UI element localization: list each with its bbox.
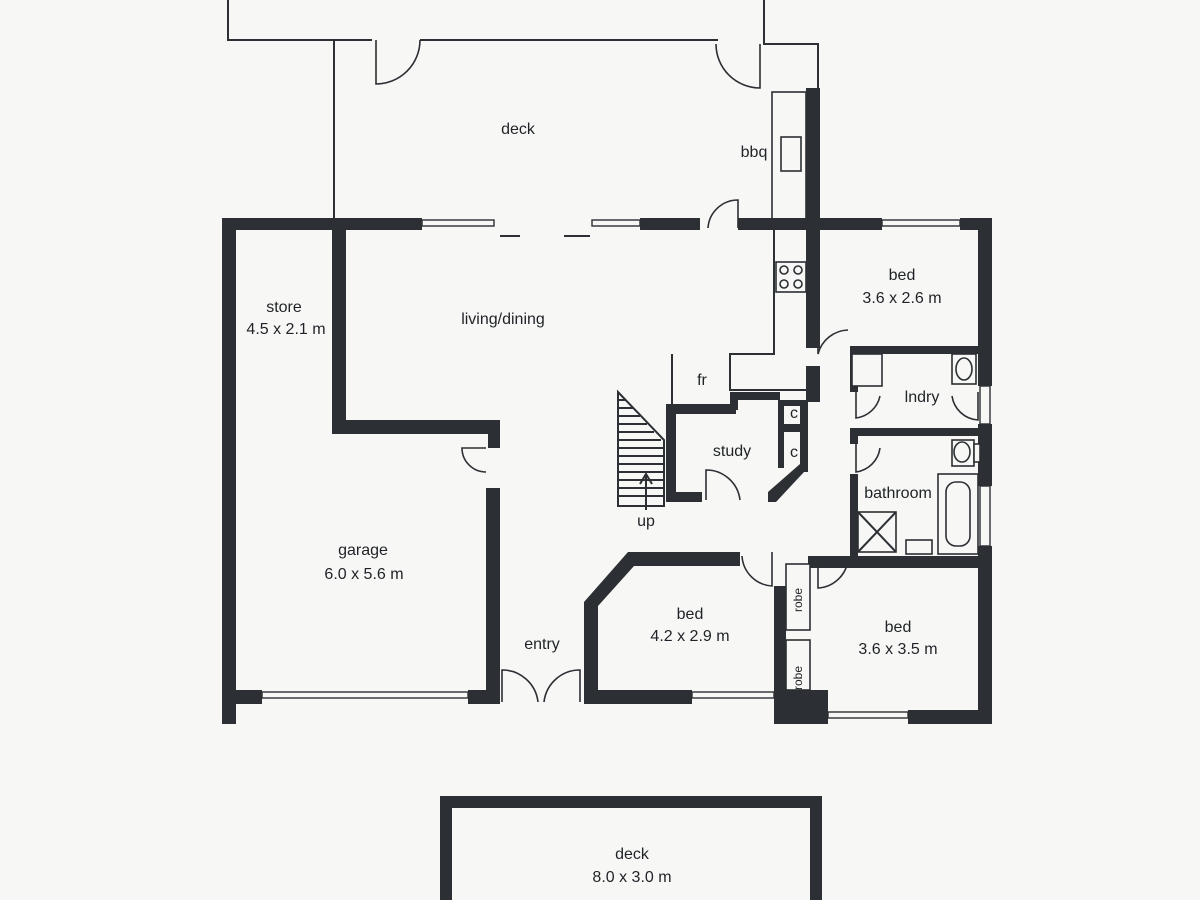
- label-deck-top: deck: [501, 121, 536, 138]
- label-garage: garage: [338, 542, 388, 559]
- label-store: store: [266, 299, 302, 316]
- label-bathroom: bathroom: [864, 485, 932, 502]
- label-store-size: 4.5 x 2.1 m: [246, 321, 325, 338]
- laundry-fixtures: [851, 353, 977, 387]
- label-bbq: bbq: [741, 144, 768, 161]
- label-bed-2: bed: [677, 606, 704, 623]
- label-bed-3-size: 3.6 x 3.5 m: [858, 641, 937, 658]
- label-cupboard-1: c: [790, 405, 798, 422]
- label-bed-1: bed: [889, 267, 916, 284]
- label-entry: entry: [524, 636, 560, 653]
- label-living-dining: living/dining: [461, 311, 545, 328]
- deck-bottom-outline: [440, 796, 822, 900]
- deck-top-outline: [227, 0, 819, 220]
- robes: [785, 563, 811, 691]
- label-bed-3: bed: [885, 619, 912, 636]
- label-garage-size: 6.0 x 5.6 m: [324, 566, 403, 583]
- label-laundry: lndry: [905, 389, 940, 406]
- label-bed-1-size: 3.6 x 2.6 m: [862, 290, 941, 307]
- label-bed-2-size: 4.2 x 2.9 m: [650, 628, 729, 645]
- kitchen-bench: [671, 230, 807, 413]
- label-robe-2: robe: [791, 666, 805, 690]
- label-robe-1: robe: [791, 588, 805, 612]
- main-walls: [222, 218, 992, 724]
- wall-bbq-right: [806, 88, 820, 228]
- stairs: [617, 389, 665, 510]
- windows: [261, 219, 991, 719]
- label-deck-bottom-size: 8.0 x 3.0 m: [592, 869, 671, 886]
- label-cupboard-2: c: [790, 444, 798, 461]
- label-study: study: [713, 443, 751, 460]
- bbq-bench: [771, 91, 807, 221]
- label-fridge: fr: [697, 372, 707, 389]
- label-deck-bottom: deck: [615, 846, 650, 863]
- doors: [461, 199, 979, 703]
- label-stairs-up: up: [637, 513, 655, 530]
- study-walls: [666, 392, 808, 502]
- bathroom-fixtures: [857, 439, 981, 555]
- room-labels: deck bbq store 4.5 x 2.1 m living/dining…: [246, 121, 941, 886]
